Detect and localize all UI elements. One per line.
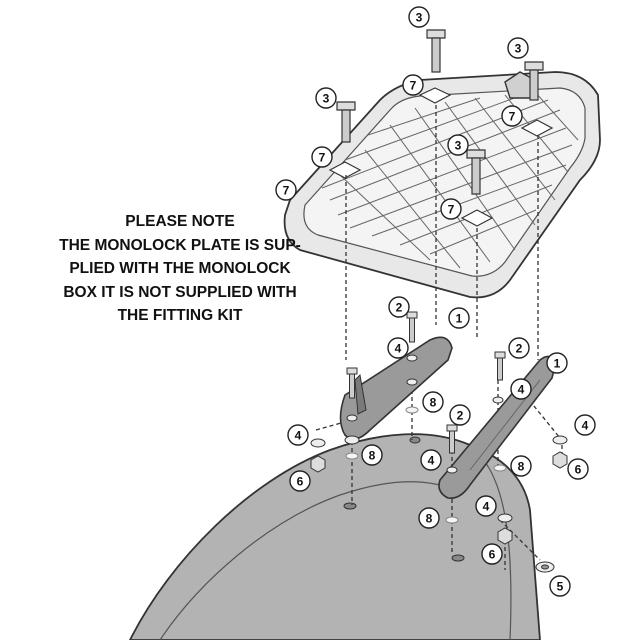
callout-1-right: 1 xyxy=(546,352,568,374)
callout-6-b: 6 xyxy=(289,470,311,492)
callout-8-c: 8 xyxy=(510,455,532,477)
bolt-top-right xyxy=(524,61,544,101)
callout-7-c: 7 xyxy=(311,146,333,168)
callout-4-e: 4 xyxy=(420,449,442,471)
fitting-kit-note: PLEASE NOTE THE MONOLOCK PLATE IS SUP- P… xyxy=(30,210,330,328)
svg-text:4: 4 xyxy=(483,500,490,514)
callout-7-e: 7 xyxy=(440,198,462,220)
svg-text:3: 3 xyxy=(323,92,330,106)
svg-text:6: 6 xyxy=(489,548,496,562)
svg-text:8: 8 xyxy=(430,396,437,410)
plate-grid xyxy=(321,91,579,269)
svg-text:5: 5 xyxy=(557,580,564,594)
svg-text:8: 8 xyxy=(518,460,525,474)
svg-text:2: 2 xyxy=(516,342,523,356)
monolock-plate xyxy=(283,71,601,299)
note-line-4: BOX IT IS NOT SUPPLIED WITH xyxy=(63,283,297,301)
callout-7-b: 7 xyxy=(501,105,523,127)
callout-6-c: 6 xyxy=(481,543,503,565)
note-line-5: THE FITTING KIT xyxy=(117,307,243,324)
svg-text:2: 2 xyxy=(457,409,464,423)
svg-text:4: 4 xyxy=(395,342,402,356)
svg-text:7: 7 xyxy=(283,184,290,198)
svg-text:7: 7 xyxy=(509,110,516,124)
callout-4-b: 4 xyxy=(510,378,532,400)
callout-5: 5 xyxy=(549,575,571,597)
bolt-top xyxy=(426,29,446,73)
callout-4-c: 4 xyxy=(574,414,596,436)
svg-text:3: 3 xyxy=(455,139,462,153)
left-bracket xyxy=(339,336,453,440)
callout-8-b: 8 xyxy=(361,444,383,466)
svg-text:2: 2 xyxy=(396,301,403,315)
svg-text:4: 4 xyxy=(518,383,525,397)
callout-8-a: 8 xyxy=(422,391,444,413)
plate-bolts xyxy=(336,29,544,195)
callout-8-d: 8 xyxy=(418,507,440,529)
svg-text:3: 3 xyxy=(515,42,522,56)
svg-text:1: 1 xyxy=(456,312,463,326)
svg-text:7: 7 xyxy=(410,79,417,93)
callout-2-b: 2 xyxy=(508,337,530,359)
bracket-screws xyxy=(346,311,506,454)
svg-text:1: 1 xyxy=(554,357,561,371)
callout-3-left: 3 xyxy=(315,87,337,109)
callout-2-a: 2 xyxy=(388,296,410,318)
callout-3-top: 3 xyxy=(408,6,430,28)
note-line-3: PLIED WITH THE MONOLOCK xyxy=(69,260,291,277)
svg-text:8: 8 xyxy=(426,512,433,526)
svg-text:8: 8 xyxy=(369,449,376,463)
svg-text:3: 3 xyxy=(416,11,423,25)
hardware-small-parts xyxy=(310,406,568,573)
note-line-1: PLEASE NOTE xyxy=(125,213,235,230)
callout-6-a: 6 xyxy=(567,458,589,480)
callout-4-f: 4 xyxy=(475,495,497,517)
bolt-center xyxy=(466,149,486,195)
callout-7-a: 7 xyxy=(402,74,424,96)
callout-3-center: 3 xyxy=(447,134,469,156)
svg-text:6: 6 xyxy=(575,463,582,477)
svg-text:6: 6 xyxy=(297,475,304,489)
svg-text:4: 4 xyxy=(582,419,589,433)
svg-text:7: 7 xyxy=(448,203,455,217)
callout-1-left: 1 xyxy=(448,307,470,329)
callout-4-a: 4 xyxy=(387,337,409,359)
callout-2-c: 2 xyxy=(449,404,471,426)
callout-4-d: 4 xyxy=(287,424,309,446)
svg-text:7: 7 xyxy=(319,151,326,165)
note-line-2: THE MONOLOCK PLATE IS SUP- xyxy=(59,236,301,254)
callout-3-top-right: 3 xyxy=(507,37,529,59)
svg-text:4: 4 xyxy=(428,454,435,468)
callout-7-d: 7 xyxy=(275,179,297,201)
svg-text:4: 4 xyxy=(295,429,302,443)
bolt-left xyxy=(336,101,356,143)
scooter-rear-body xyxy=(128,433,541,640)
